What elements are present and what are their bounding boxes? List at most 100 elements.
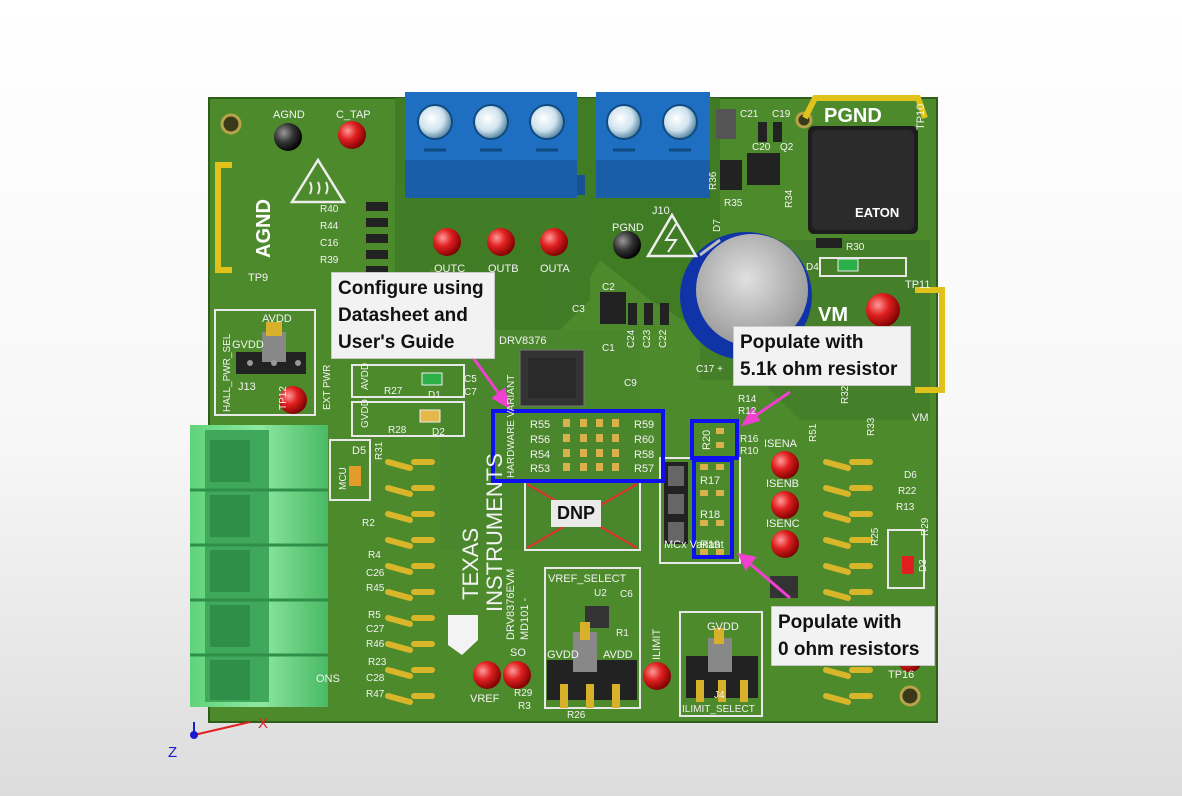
res-label-right-2: R58 [634, 449, 654, 461]
vm-wire-loop [915, 287, 945, 393]
part-r39: R39 [320, 255, 339, 266]
part-c22: C22 [658, 329, 669, 348]
part-c5: C5 [464, 374, 477, 385]
led-d2 [419, 409, 441, 423]
eaton-logo-text: EATON [855, 205, 899, 220]
callout-configure: Configure using Datasheet and User's Gui… [331, 272, 495, 359]
part-c27: C27 [366, 624, 385, 635]
silk-texas: TEXAS [458, 528, 483, 600]
silk-mcx-variant: MCx Variant [664, 539, 724, 551]
part-q2: Q2 [780, 142, 794, 153]
part-d1: D1 [428, 390, 441, 401]
silk-isenc: ISENC [766, 518, 800, 530]
outc-test-point [433, 228, 461, 256]
screw-terminal-3pos [405, 92, 585, 198]
part-r36: R36 [708, 171, 719, 190]
callout-configure-line1: Configure using [338, 278, 484, 299]
green-pluggable-connector [190, 425, 328, 707]
led-d4 [837, 258, 859, 272]
part-c3: C3 [572, 304, 585, 315]
silk-j10: J10 [652, 205, 670, 217]
callout-populate-51k-line1: Populate with [740, 332, 864, 353]
agnd-test-point [274, 123, 302, 151]
silk-agnd-tp: AGND [273, 109, 305, 121]
pgnd-wire-loop [802, 95, 928, 120]
part-c16: C16 [320, 238, 339, 249]
part-r30: R30 [846, 242, 865, 253]
part-r36-block [720, 160, 742, 190]
part-c7: C7 [464, 387, 477, 398]
part-d3: D3 [918, 559, 929, 572]
silk-isena: ISENA [764, 438, 798, 450]
part-r29: R29 [514, 688, 533, 699]
isena-test-point [771, 451, 799, 479]
silk-tp11: TP11 [905, 279, 930, 291]
part-r23: R23 [368, 657, 387, 668]
capacitor-c18 [716, 109, 736, 139]
part-d4: D4 [806, 262, 819, 273]
callout-populate-0-line2: 0 ohm resistors [778, 639, 920, 660]
callout-populate-51k: Populate with 5.1k ohm resistor [733, 326, 911, 386]
res-label-right-0: R59 [634, 419, 654, 431]
res-label-ilim-1: R18 [700, 509, 720, 521]
header-pins-left [385, 459, 435, 705]
capacitor-c2 [600, 292, 626, 324]
silk-ext-pwr: EXT PWR [322, 365, 333, 410]
part-c9: C9 [624, 378, 637, 389]
axis-z-label: Z [168, 744, 177, 761]
part-c2: C2 [602, 282, 615, 293]
silk-tp9: TP9 [248, 272, 268, 284]
led-d3 [902, 556, 914, 574]
silk-tp16: TP16 [888, 669, 914, 681]
part-r28: R28 [388, 425, 407, 436]
ic-u2 [585, 606, 609, 628]
part-r29b: R29 [920, 517, 931, 536]
led-d5 [349, 466, 361, 486]
silk-gvdd-led: GVDD [360, 399, 371, 428]
part-r31: R31 [374, 441, 385, 460]
silk-avdd-led: AVDD [360, 363, 371, 390]
silk-ons: ONS [316, 673, 340, 685]
silk-outb: OUTB [488, 263, 519, 275]
dnp-label: DNP [551, 500, 602, 527]
silk-vref: VREF [470, 693, 500, 705]
part-c17: C17 + [696, 364, 723, 375]
part-r45: R45 [366, 583, 385, 594]
callout-populate-0-line1: Populate with [778, 612, 902, 633]
silk-evm-code: MD101 - [519, 597, 531, 640]
jumper-j13 [236, 322, 306, 374]
outa-test-point [540, 228, 568, 256]
part-r27: R27 [384, 386, 403, 397]
silk-avdd-j13: AVDD [262, 313, 292, 325]
silk-j13: J13 [238, 381, 256, 393]
part-r12: R12 [738, 406, 757, 417]
res-label-r20: R20 [701, 430, 713, 450]
outb-test-point [487, 228, 515, 256]
eaton-inductor: EATON [808, 126, 918, 234]
silk-so: SO [510, 647, 526, 659]
part-r5: R5 [368, 610, 381, 621]
mcx-variant-header [664, 462, 688, 544]
part-r47: R47 [366, 689, 385, 700]
silk-vref-select: VREF_SELECT [548, 573, 627, 585]
part-c21: C21 [740, 109, 759, 120]
part-u2: U2 [594, 588, 607, 599]
part-r40: R40 [320, 204, 339, 215]
jumper-vref-select [547, 622, 637, 708]
agnd-wire-loop [215, 162, 232, 273]
silk-hall-pwr-sel: HALL_PWR_SEL [222, 333, 233, 412]
callout-populate-51k-line2: 5.1k ohm resistor [740, 359, 898, 380]
ilimit-test-point [643, 662, 671, 690]
res-label-ilim-2: R19 [700, 539, 720, 551]
res-label-ilim-0: R17 [700, 475, 720, 487]
part-r4: R4 [368, 550, 381, 561]
silk-avdd-vref: AVDD [603, 649, 633, 661]
res-label-left-1: R56 [530, 434, 550, 446]
part-r2: R2 [362, 518, 375, 529]
led-d1 [421, 372, 443, 386]
callout-configure-line2: Datasheet and [338, 305, 468, 326]
part-r25: R25 [870, 527, 881, 546]
silk-ilimit-select: ILIMIT_SELECT [682, 704, 755, 715]
silk-pgnd-tp: PGND [612, 222, 644, 234]
silk-isenb: ISENB [766, 478, 799, 490]
